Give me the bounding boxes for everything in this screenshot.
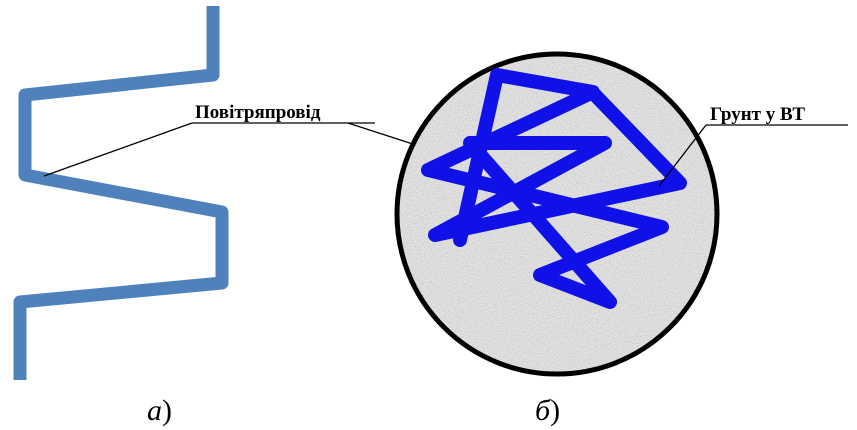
air-duct-side-view xyxy=(13,6,229,380)
soil-label: Грунт у ВТ xyxy=(710,104,805,125)
soil-outline xyxy=(394,51,720,377)
air-duct-cross-section xyxy=(421,68,687,309)
caption-b: б) xyxy=(535,394,560,427)
air-duct-leader-line xyxy=(43,122,193,177)
caption-a-letter: а xyxy=(147,394,162,427)
soil-leader-line xyxy=(658,124,707,187)
caption-b-letter: б xyxy=(535,394,551,427)
panel-b: Грунт у ВТ xyxy=(394,51,848,377)
caption-a: а) xyxy=(147,394,172,427)
caption-b-paren: ) xyxy=(550,394,560,427)
air-duct-label: Повітряпровід xyxy=(195,102,321,123)
caption-a-paren: ) xyxy=(162,394,172,427)
